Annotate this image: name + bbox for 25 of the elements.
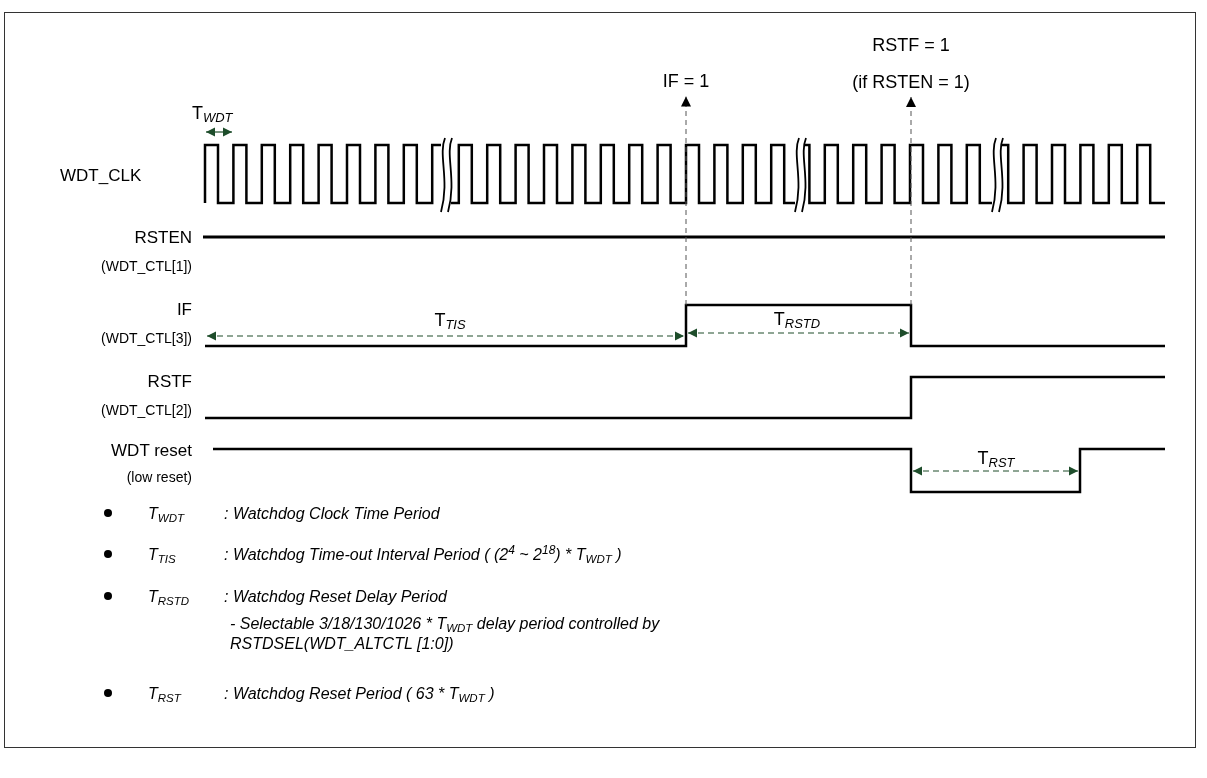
- register-bit-label: (WDT_CTL[3]): [101, 330, 192, 348]
- event-text: IF = 1: [662, 70, 710, 93]
- event-text: RSTF = 1: [872, 34, 950, 57]
- register-bit-label: (WDT_CTL[1]): [101, 258, 192, 276]
- signal-name: WDT_CLK: [60, 165, 142, 187]
- signal-name: RSTEN: [134, 227, 192, 249]
- legend-term: T$_{WDT}$: [148, 504, 184, 524]
- arrow: [681, 96, 691, 306]
- legend-term: T$_{TIS}$: [148, 545, 176, 565]
- legend-description: : Watchdog Reset Delay Period: [224, 587, 447, 607]
- period-label: T$_{WDT}$: [192, 102, 233, 125]
- signal-name: WDT reset: [111, 440, 192, 462]
- period-label: T$_{RSTD}$: [772, 308, 822, 331]
- register-bit-label: (WDT_CTL[2]): [101, 402, 192, 420]
- legend-term: T$_{RSTD}$: [148, 587, 190, 607]
- legend-note: - Selectable 3/18/130/1026 * T$_{WDT}$ delay period controlled by RSTDSEL(WDT_ALTCTL [1:0]): [230, 614, 661, 654]
- legend-description: : Watchdog Time-out Interval Period ( (2$^{4}$ ~ 2$^{18}$) * T$_{WDT}$ ): [224, 545, 622, 565]
- arrow: [906, 96, 916, 306]
- register-bit-label: (low reset): [126, 469, 192, 487]
- signal-name: RSTF: [147, 371, 192, 393]
- legend-term: T$_{RST}$: [148, 684, 181, 704]
- legend-description: : Watchdog Reset Period ( 63 * T$_{WDT}$ ): [224, 684, 495, 704]
- event-text: (if RSTEN = 1): [852, 70, 970, 93]
- legend-description: : Watchdog Clock Time Period: [224, 504, 440, 524]
- signal-name: IF: [176, 299, 192, 321]
